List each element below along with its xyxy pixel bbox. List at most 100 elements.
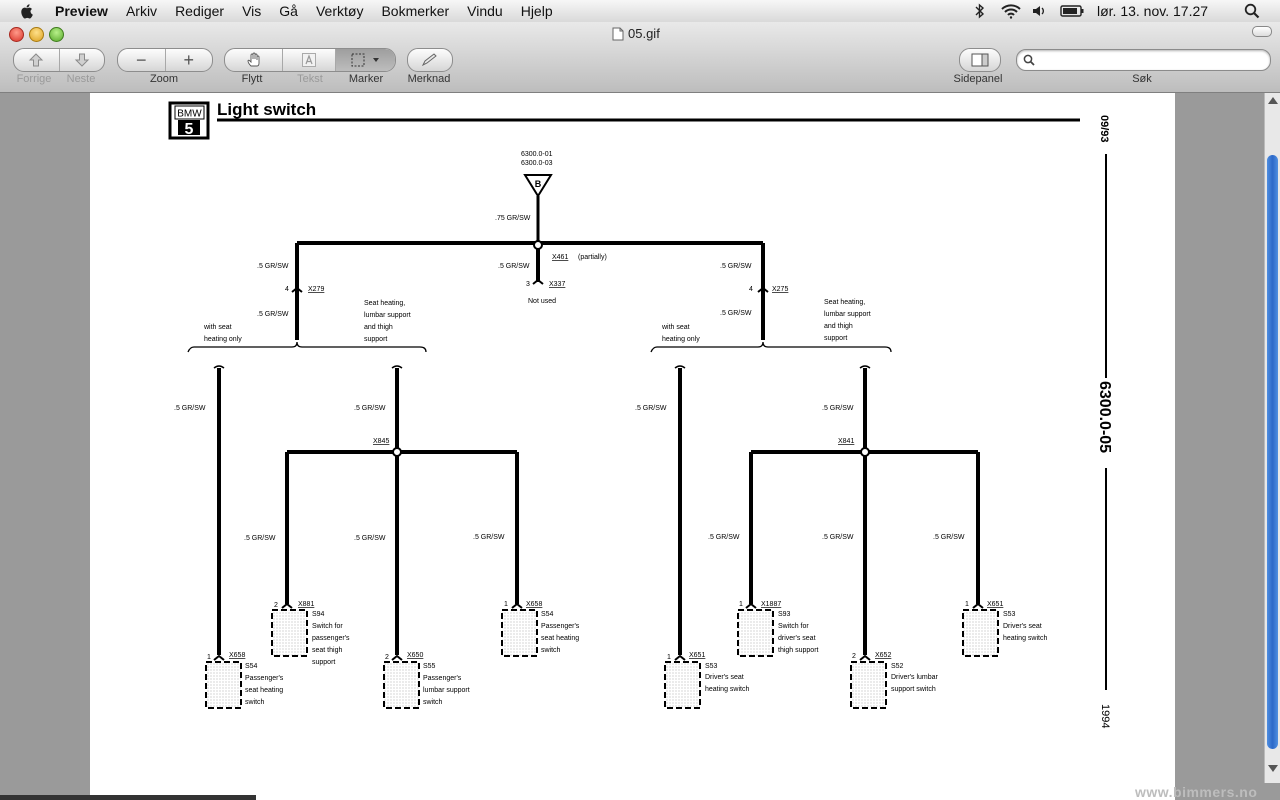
search-input[interactable] bbox=[1039, 51, 1268, 69]
menu-hjelp[interactable]: Hjelp bbox=[520, 3, 553, 19]
prev-button[interactable] bbox=[14, 49, 60, 71]
year-label: 1994 bbox=[1099, 704, 1111, 728]
wire-label-r7: .5 GR/SW bbox=[933, 534, 965, 541]
switch-desc: support switch bbox=[891, 686, 936, 693]
switch-desc: passenger's bbox=[312, 635, 350, 642]
wire-label-r3: .5 GR/SW bbox=[635, 405, 667, 412]
next-button[interactable] bbox=[60, 49, 105, 71]
menu-arkiv[interactable]: Arkiv bbox=[125, 3, 158, 19]
logo-number: 5 bbox=[185, 121, 194, 138]
select-tool-button[interactable] bbox=[335, 49, 395, 71]
sidebar-button[interactable] bbox=[960, 49, 1000, 71]
pin-x279: 4 bbox=[285, 286, 289, 293]
prev-label: Forrige bbox=[16, 73, 52, 85]
switch-id: S55 bbox=[423, 663, 436, 670]
variant-l-b2: lumbar support bbox=[364, 312, 411, 319]
menu-ga[interactable]: Gå bbox=[279, 3, 298, 19]
wire-label-l7: .5 GR/SW bbox=[473, 534, 505, 541]
connector-label: X658 bbox=[229, 652, 245, 659]
zoom-window-button[interactable] bbox=[49, 27, 64, 42]
volume-icon[interactable] bbox=[1031, 0, 1047, 22]
spotlight-icon[interactable] bbox=[1244, 0, 1260, 22]
scroll-down-icon[interactable] bbox=[1268, 765, 1278, 772]
wifi-icon[interactable] bbox=[1000, 0, 1022, 22]
switch-s54-right: 1 X658 S54 Passenger's seat heating swit… bbox=[501, 601, 580, 657]
pin-label: 1 bbox=[739, 601, 743, 608]
document-page: BMW 5 Light switch 09/93 6300.0-05 1994 … bbox=[90, 93, 1175, 800]
x275-label: X275 bbox=[772, 286, 788, 293]
wire-label-main: .75 GR/SW bbox=[495, 215, 531, 222]
pin-label: 2 bbox=[852, 653, 856, 660]
switch-desc: Passenger's bbox=[541, 623, 580, 630]
vertical-scrollbar[interactable] bbox=[1264, 93, 1280, 783]
minus-icon: − bbox=[135, 49, 147, 70]
arrow-up-icon bbox=[29, 53, 44, 67]
menu-vindu[interactable]: Vindu bbox=[467, 3, 503, 19]
switch-s53-left: 1 X651 S53 Driver's seat heating switch bbox=[664, 652, 749, 709]
apple-menu-icon[interactable] bbox=[18, 2, 36, 20]
tool-mode-group bbox=[224, 48, 396, 72]
pin-x337: 3 bbox=[526, 281, 530, 288]
variant-l-b1: Seat heating, bbox=[364, 300, 405, 307]
logo-text: BMW bbox=[177, 109, 202, 120]
switch-desc: driver's seat bbox=[778, 635, 816, 642]
battery-icon[interactable] bbox=[1060, 0, 1086, 22]
switch-desc: seat heating bbox=[541, 635, 579, 642]
zoom-in-button[interactable]: + bbox=[166, 49, 213, 71]
switch-id: S53 bbox=[1003, 611, 1016, 618]
scroll-up-icon[interactable] bbox=[1268, 97, 1278, 104]
move-label: Flytt bbox=[241, 73, 263, 85]
zoom-out-button[interactable]: − bbox=[118, 49, 166, 71]
zoom-group: − + bbox=[117, 48, 213, 72]
wire-label-l5: .5 GR/SW bbox=[244, 535, 276, 542]
next-label: Neste bbox=[66, 73, 96, 85]
menu-bokmerker[interactable]: Bokmerker bbox=[381, 3, 450, 19]
switch-desc: seat thigh bbox=[312, 647, 342, 654]
toolbar-toggle-button[interactable] bbox=[1252, 26, 1272, 37]
close-window-button[interactable] bbox=[9, 27, 24, 42]
scroll-thumb[interactable] bbox=[1267, 155, 1278, 749]
sidebar-group bbox=[959, 48, 1001, 72]
switch-desc: Passenger's bbox=[245, 675, 284, 682]
window-title: 05.gif bbox=[612, 26, 660, 41]
switch-s93: 1 X1887 S93 Switch for driver's seat thi… bbox=[737, 601, 819, 657]
text-label: Tekst bbox=[297, 73, 323, 85]
search-field[interactable] bbox=[1016, 49, 1271, 71]
menu-rediger[interactable]: Rediger bbox=[175, 3, 225, 19]
variant-l-b4: support bbox=[364, 336, 387, 343]
pin-x275: 4 bbox=[749, 286, 753, 293]
wire-label-l2: .5 GR/SW bbox=[257, 311, 289, 318]
connector-label: X1887 bbox=[761, 601, 781, 608]
sidebar-label: Sidepanel bbox=[953, 73, 1003, 85]
menu-clock[interactable]: lør. 13. nov. 17.27 bbox=[1097, 3, 1209, 19]
connector-label: X658 bbox=[526, 601, 542, 608]
switch-desc: Passenger's bbox=[423, 675, 462, 682]
annotate-label: Merknad bbox=[407, 73, 451, 85]
menu-verktoy[interactable]: Verktøy bbox=[315, 3, 364, 19]
minimize-window-button[interactable] bbox=[29, 27, 44, 42]
bluetooth-icon[interactable] bbox=[973, 0, 987, 22]
watermark: www.bimmers.no bbox=[1135, 784, 1258, 800]
hand-icon bbox=[247, 52, 260, 67]
move-tool-button[interactable] bbox=[225, 49, 284, 71]
x841-label: X841 bbox=[838, 438, 854, 445]
menu-vis[interactable]: Vis bbox=[242, 3, 262, 19]
pencil-icon bbox=[421, 53, 437, 67]
wire-label-center: .5 GR/SW bbox=[498, 263, 530, 270]
switch-desc: seat heating bbox=[245, 687, 283, 694]
switch-desc: Switch for bbox=[312, 623, 343, 630]
switch-desc: switch bbox=[423, 699, 443, 706]
chevron-down-icon bbox=[373, 58, 380, 62]
window-title-text: 05.gif bbox=[628, 26, 660, 41]
switch-desc: Driver's lumbar bbox=[891, 674, 939, 681]
switch-id: S94 bbox=[312, 611, 325, 618]
text-tool-button[interactable] bbox=[283, 49, 336, 71]
wire-label-r5: .5 GR/SW bbox=[708, 534, 740, 541]
menu-app-name[interactable]: Preview bbox=[55, 3, 108, 19]
variant-r-b3: and thigh bbox=[824, 323, 853, 330]
switch-s52: 2 X652 S52 Driver's lumbar support switc… bbox=[850, 652, 939, 709]
switch-desc: thigh support bbox=[778, 647, 819, 654]
search-label: Søk bbox=[1132, 73, 1152, 85]
annotate-button[interactable] bbox=[408, 49, 452, 71]
switch-id: S54 bbox=[541, 611, 554, 618]
